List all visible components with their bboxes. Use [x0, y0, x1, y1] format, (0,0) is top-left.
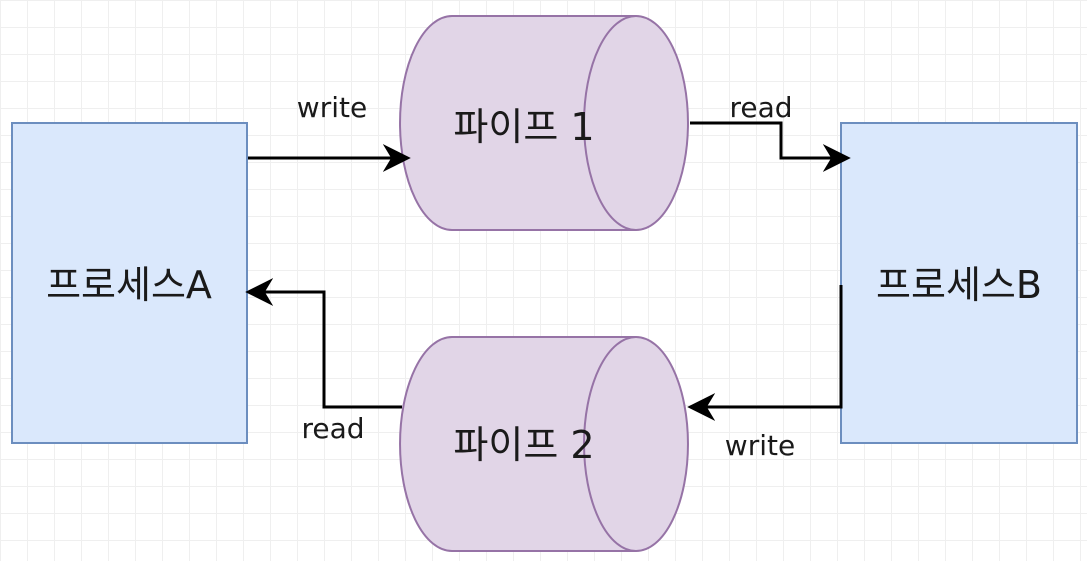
edge-pipe2-to-a: read: [245, 278, 402, 445]
edge-pipe1-to-b-label: read: [729, 91, 792, 124]
edge-a-to-pipe1: write: [248, 91, 411, 172]
pipe-1-node: 파이프 1: [399, 15, 689, 231]
process-b-node: 프로세스B: [840, 122, 1078, 444]
edge-pipe2-to-a-label: read: [301, 412, 364, 445]
pipe-2-inner-curve: [583, 336, 637, 552]
edge-pipe2-to-a-line: [245, 278, 402, 409]
pipe-2-label: 파이프 2: [453, 423, 594, 467]
process-b-box: [840, 122, 1078, 444]
process-a-node: 프로세스A: [11, 122, 248, 444]
pipe-2-node: 파이프 2: [399, 336, 689, 552]
edge-a-to-pipe1-label: write: [297, 91, 367, 124]
process-a-box: [11, 122, 248, 444]
edge-b-to-pipe2-label: write: [725, 429, 795, 462]
edge-b-to-pipe2-line: [687, 285, 843, 421]
process-a-label: 프로세스A: [46, 263, 212, 307]
pipe-1-label: 파이프 1: [453, 105, 594, 149]
process-b-label: 프로세스B: [876, 263, 1042, 307]
edge-b-to-pipe2: write: [687, 285, 843, 462]
edge-pipe1-to-b-line: [690, 121, 851, 172]
edge-pipe1-to-b: read: [690, 91, 851, 172]
pipe-1-inner-curve: [583, 15, 637, 231]
